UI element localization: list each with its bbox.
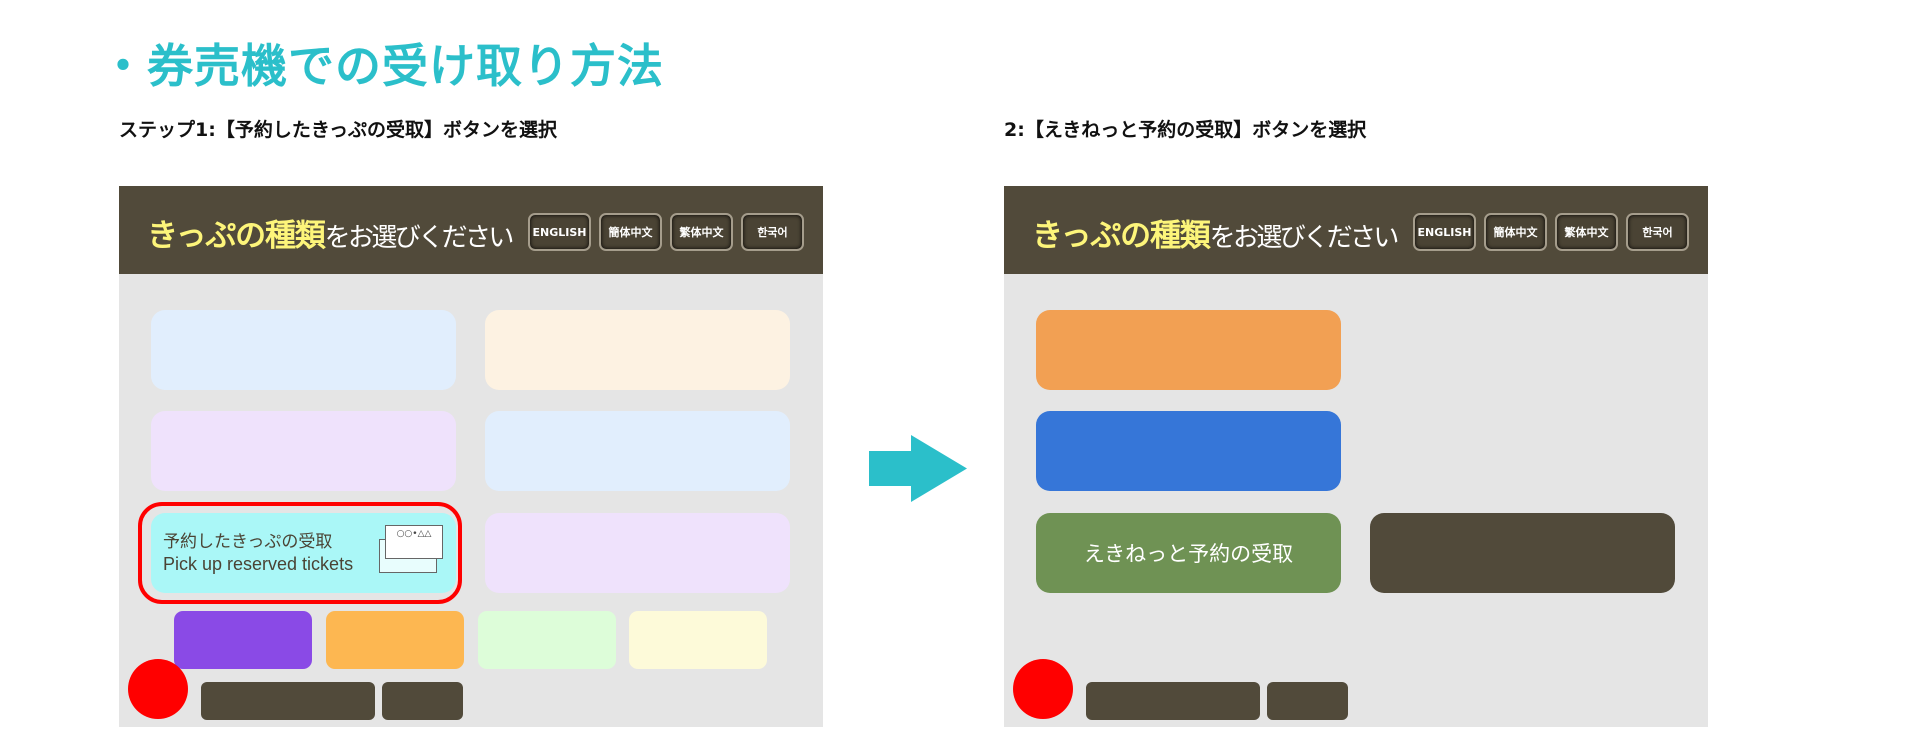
menu-button[interactable] <box>151 310 456 390</box>
red-circle-button[interactable] <box>128 659 188 719</box>
lang-simplified-chinese-button[interactable]: 簡体中文 <box>1484 213 1547 251</box>
menu-button[interactable] <box>1036 310 1341 390</box>
menu-button[interactable] <box>326 611 464 669</box>
bottom-button[interactable] <box>1086 682 1260 720</box>
ticket-icon-front: ○○•△△ <box>385 525 443 559</box>
pickup-label-ja: 予約したきっぷの受取 <box>163 532 333 551</box>
menu-button[interactable] <box>485 513 790 593</box>
red-circle-button[interactable] <box>1013 659 1073 719</box>
bottom-button[interactable] <box>382 682 463 720</box>
menu-button[interactable] <box>1036 411 1341 491</box>
lang-english-button[interactable]: ENGLISH <box>1413 213 1476 251</box>
ticket-machine-screen-2: きっぷの種類をお選びください ENGLISH 簡体中文 繁体中文 한국어 えきね… <box>1004 186 1708 727</box>
bottom-button[interactable] <box>201 682 375 720</box>
highlight-outline <box>138 502 462 604</box>
menu-button[interactable] <box>174 611 312 669</box>
header-rest: をお選びください <box>324 223 515 253</box>
menu-button[interactable] <box>478 611 616 669</box>
ticket-machine-screen-1: きっぷの種類をお選びください ENGLISH 簡体中文 繁体中文 한국어 予約し… <box>119 186 823 727</box>
page-title: ・券売機での受け取り方法 <box>100 39 664 93</box>
eki-net-pickup-button[interactable]: えきねっと予約の受取 <box>1036 513 1341 593</box>
menu-button[interactable] <box>485 310 790 390</box>
menu-button[interactable] <box>629 611 767 669</box>
screen-header: きっぷの種類をお選びください ENGLISH 簡体中文 繁体中文 한국어 <box>1004 186 1708 274</box>
lang-simplified-chinese-button[interactable]: 簡体中文 <box>599 213 662 251</box>
screen-header: きっぷの種類をお選びください ENGLISH 簡体中文 繁体中文 한국어 <box>119 186 823 274</box>
lang-english-button[interactable]: ENGLISH <box>528 213 591 251</box>
step1-label: ステップ1:【予約したきっぷの受取】ボタンを選択 <box>119 119 558 141</box>
bottom-button[interactable] <box>1267 682 1348 720</box>
lang-traditional-chinese-button[interactable]: 繁体中文 <box>1555 213 1618 251</box>
header-highlight: きっぷの種類 <box>147 218 326 254</box>
header-highlight: きっぷの種類 <box>1032 218 1211 254</box>
lang-traditional-chinese-button[interactable]: 繁体中文 <box>670 213 733 251</box>
menu-button[interactable] <box>1370 513 1675 593</box>
lang-korean-button[interactable]: 한국어 <box>1626 213 1689 251</box>
screen-header-title: きっぷの種類をお選びください <box>1032 210 1400 255</box>
pickup-reserved-tickets-button[interactable]: 予約したきっぷの受取 Pick up reserved tickets ○○•△… <box>151 513 456 593</box>
screen-header-title: きっぷの種類をお選びください <box>147 210 515 255</box>
menu-button[interactable] <box>151 411 456 491</box>
header-rest: をお選びください <box>1209 223 1400 253</box>
menu-button[interactable] <box>485 411 790 491</box>
step2-label: 2:【えきねっと予約の受取】ボタンを選択 <box>1004 119 1367 141</box>
lang-korean-button[interactable]: 한국어 <box>741 213 804 251</box>
arrow-right-icon <box>869 435 967 502</box>
pickup-label-en: Pick up reserved tickets <box>163 554 354 574</box>
